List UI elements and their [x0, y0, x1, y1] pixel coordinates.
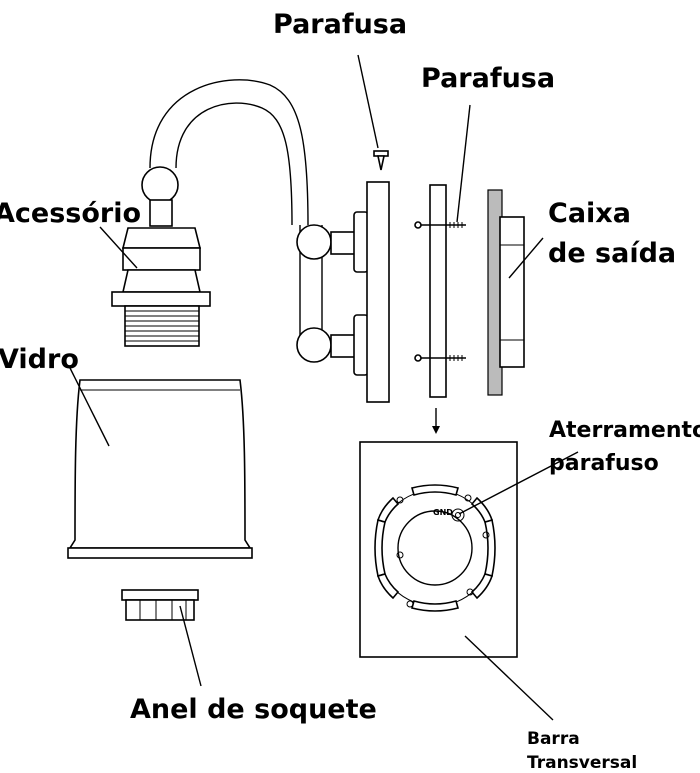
- label-outlet-box-2: de saída: [548, 238, 676, 269]
- label-screw-side: Parafusa: [421, 63, 555, 94]
- socket-ring-part: [121, 589, 199, 621]
- label-fitting: Acessório: [0, 198, 141, 229]
- gooseneck-arm: [149, 79, 369, 376]
- label-socket-ring: Anel de soquete: [130, 694, 377, 725]
- label-screw-top: Parafusa: [273, 9, 407, 40]
- outlet-box: [487, 189, 525, 396]
- back-plate: [366, 181, 390, 403]
- label-crossbar-1: Barra: [527, 729, 580, 749]
- crossbar-front: GND: [359, 441, 518, 658]
- label-glass: Vidro: [0, 344, 79, 375]
- leader-lines: [69, 54, 579, 721]
- screw-top: [373, 150, 389, 171]
- label-crossbar-2: Transversal: [527, 753, 637, 773]
- label-ground-screw-2: parafuso: [549, 451, 659, 476]
- label-ground-screw-1: Aterramento: [549, 418, 700, 443]
- gnd-mark: GND: [433, 508, 453, 517]
- socket-fitting: [111, 166, 211, 347]
- glass-shade: [67, 379, 253, 559]
- label-outlet-box-1: Caixa: [548, 198, 631, 229]
- crossbar-side: [414, 184, 466, 398]
- arrow-down: [432, 408, 440, 434]
